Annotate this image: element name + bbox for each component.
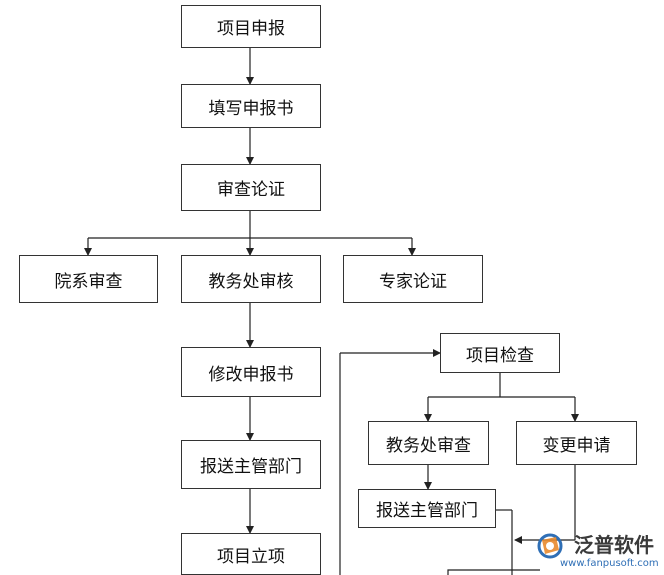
node-academic-check: 教务处审查 [368,421,489,465]
node-project-approve: 项目立项 [181,533,321,575]
node-change-request: 变更申请 [516,421,637,465]
node-expert-demo: 专家论证 [343,255,483,303]
node-dept-review: 院系审查 [19,255,158,303]
node-submit-dept-1: 报送主管部门 [181,440,321,489]
node-academic-review: 教务处审核 [181,255,321,303]
node-submit-dept-2: 报送主管部门 [358,489,496,528]
node-project-check: 项目检查 [440,333,560,373]
watermark-brand: 泛普软件 [574,533,654,557]
node-revise-form: 修改申报书 [181,347,321,397]
node-fill-form: 填写申报书 [181,84,321,128]
node-review-demo: 审查论证 [181,164,321,211]
watermark-url: www.fanpusoft.com [560,558,659,569]
node-project-declare: 项目申报 [181,5,321,48]
partial-bottom-box [447,569,540,575]
fanpu-logo-icon [537,533,563,559]
